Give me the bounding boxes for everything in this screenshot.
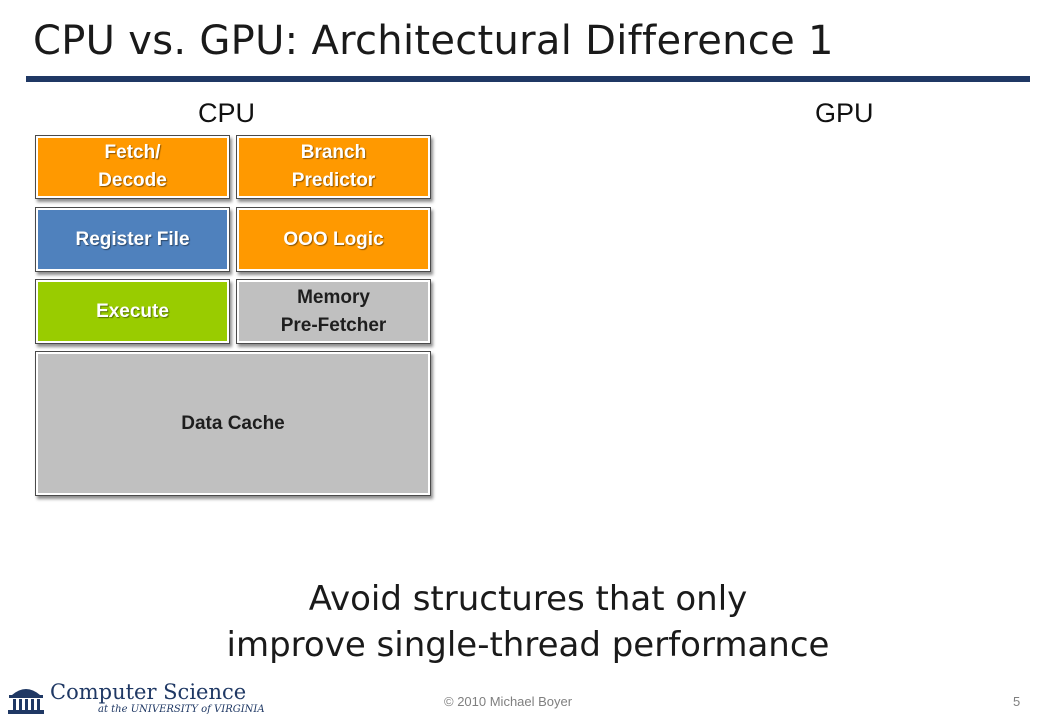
register-file-label: Register File bbox=[75, 228, 190, 250]
title-underline bbox=[26, 76, 1030, 82]
uva-cs-logo: Computer Science at the UNIVERSITY of VI… bbox=[6, 680, 265, 718]
logo-subtitle: at the UNIVERSITY of VIRGINIA bbox=[98, 704, 265, 715]
cpu-label: CPU bbox=[198, 98, 256, 128]
memory-prefetcher-label: Memory Pre-Fetcher bbox=[280, 286, 387, 336]
caption-line-1: Avoid structures that only bbox=[308, 579, 748, 619]
data-cache-block: Data Cache bbox=[35, 351, 431, 496]
data-cache-label: Data Cache bbox=[181, 412, 285, 434]
copyright-text: © 2010 Michael Boyer bbox=[444, 694, 573, 709]
ooo-logic-block: OOO Logic bbox=[236, 207, 431, 272]
slide-caption: Avoid structures that only improve singl… bbox=[0, 576, 1056, 668]
caption-line-2: improve single-thread performance bbox=[226, 625, 830, 665]
memory-prefetcher-block: Memory Pre-Fetcher bbox=[236, 279, 431, 344]
fetch-decode-block: Fetch/ Decode bbox=[35, 135, 230, 199]
slide-title: CPU vs. GPU: Architectural Difference 1 bbox=[33, 18, 834, 64]
execute-label: Execute bbox=[96, 300, 169, 322]
branch-predictor-label: Branch Predictor bbox=[291, 142, 376, 191]
gpu-label: GPU bbox=[815, 98, 874, 128]
branch-predictor-block: Branch Predictor bbox=[236, 135, 431, 199]
rotunda-icon bbox=[8, 689, 44, 714]
logo-title: Computer Science bbox=[50, 680, 247, 704]
register-file-block: Register File bbox=[35, 207, 230, 272]
fetch-decode-label: Fetch/ Decode bbox=[98, 142, 167, 191]
execute-block: Execute bbox=[35, 279, 230, 344]
page-number: 5 bbox=[1013, 694, 1021, 709]
ooo-logic-label: OOO Logic bbox=[283, 228, 384, 250]
